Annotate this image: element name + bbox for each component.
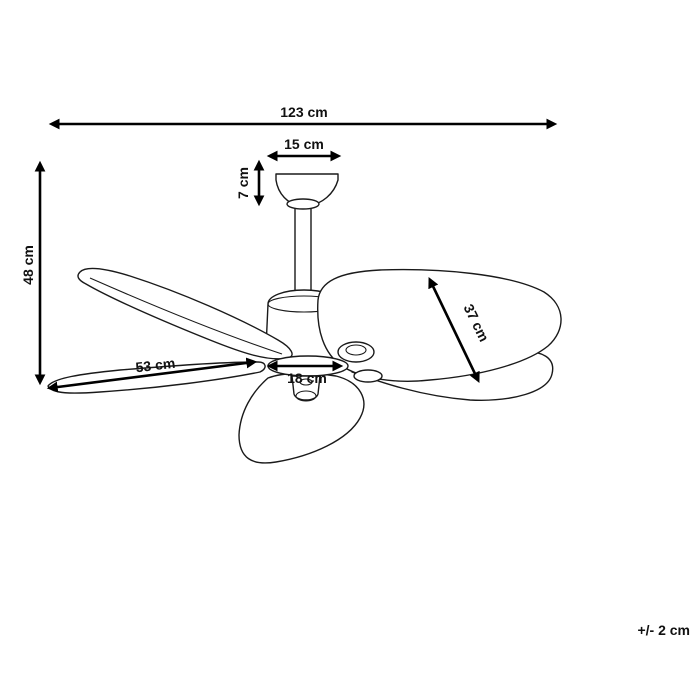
fan-canopy-collar	[286, 198, 320, 210]
fan-light-kit	[291, 375, 321, 401]
dimension-arrows	[34, 118, 558, 393]
fan-downrod	[294, 201, 312, 299]
total-height-label: 48 cm	[20, 245, 36, 285]
canopy-height-label: 7 cm	[235, 167, 251, 199]
fan-blade-left	[77, 267, 293, 360]
tolerance-note: +/- 2 cm	[637, 622, 690, 638]
blade-length-arrow	[46, 357, 258, 393]
blade-width-arrow	[428, 277, 480, 383]
fan-switch-housing	[337, 341, 375, 363]
fan-blade-bracket-right	[353, 369, 383, 383]
blade-length-label: 53 cm	[135, 355, 176, 376]
fan-blade-lower-left	[238, 372, 365, 464]
motor-width-label: 18 cm	[287, 370, 327, 386]
canopy-width-label: 15 cm	[284, 136, 324, 152]
overall-width-label: 123 cm	[280, 104, 327, 120]
